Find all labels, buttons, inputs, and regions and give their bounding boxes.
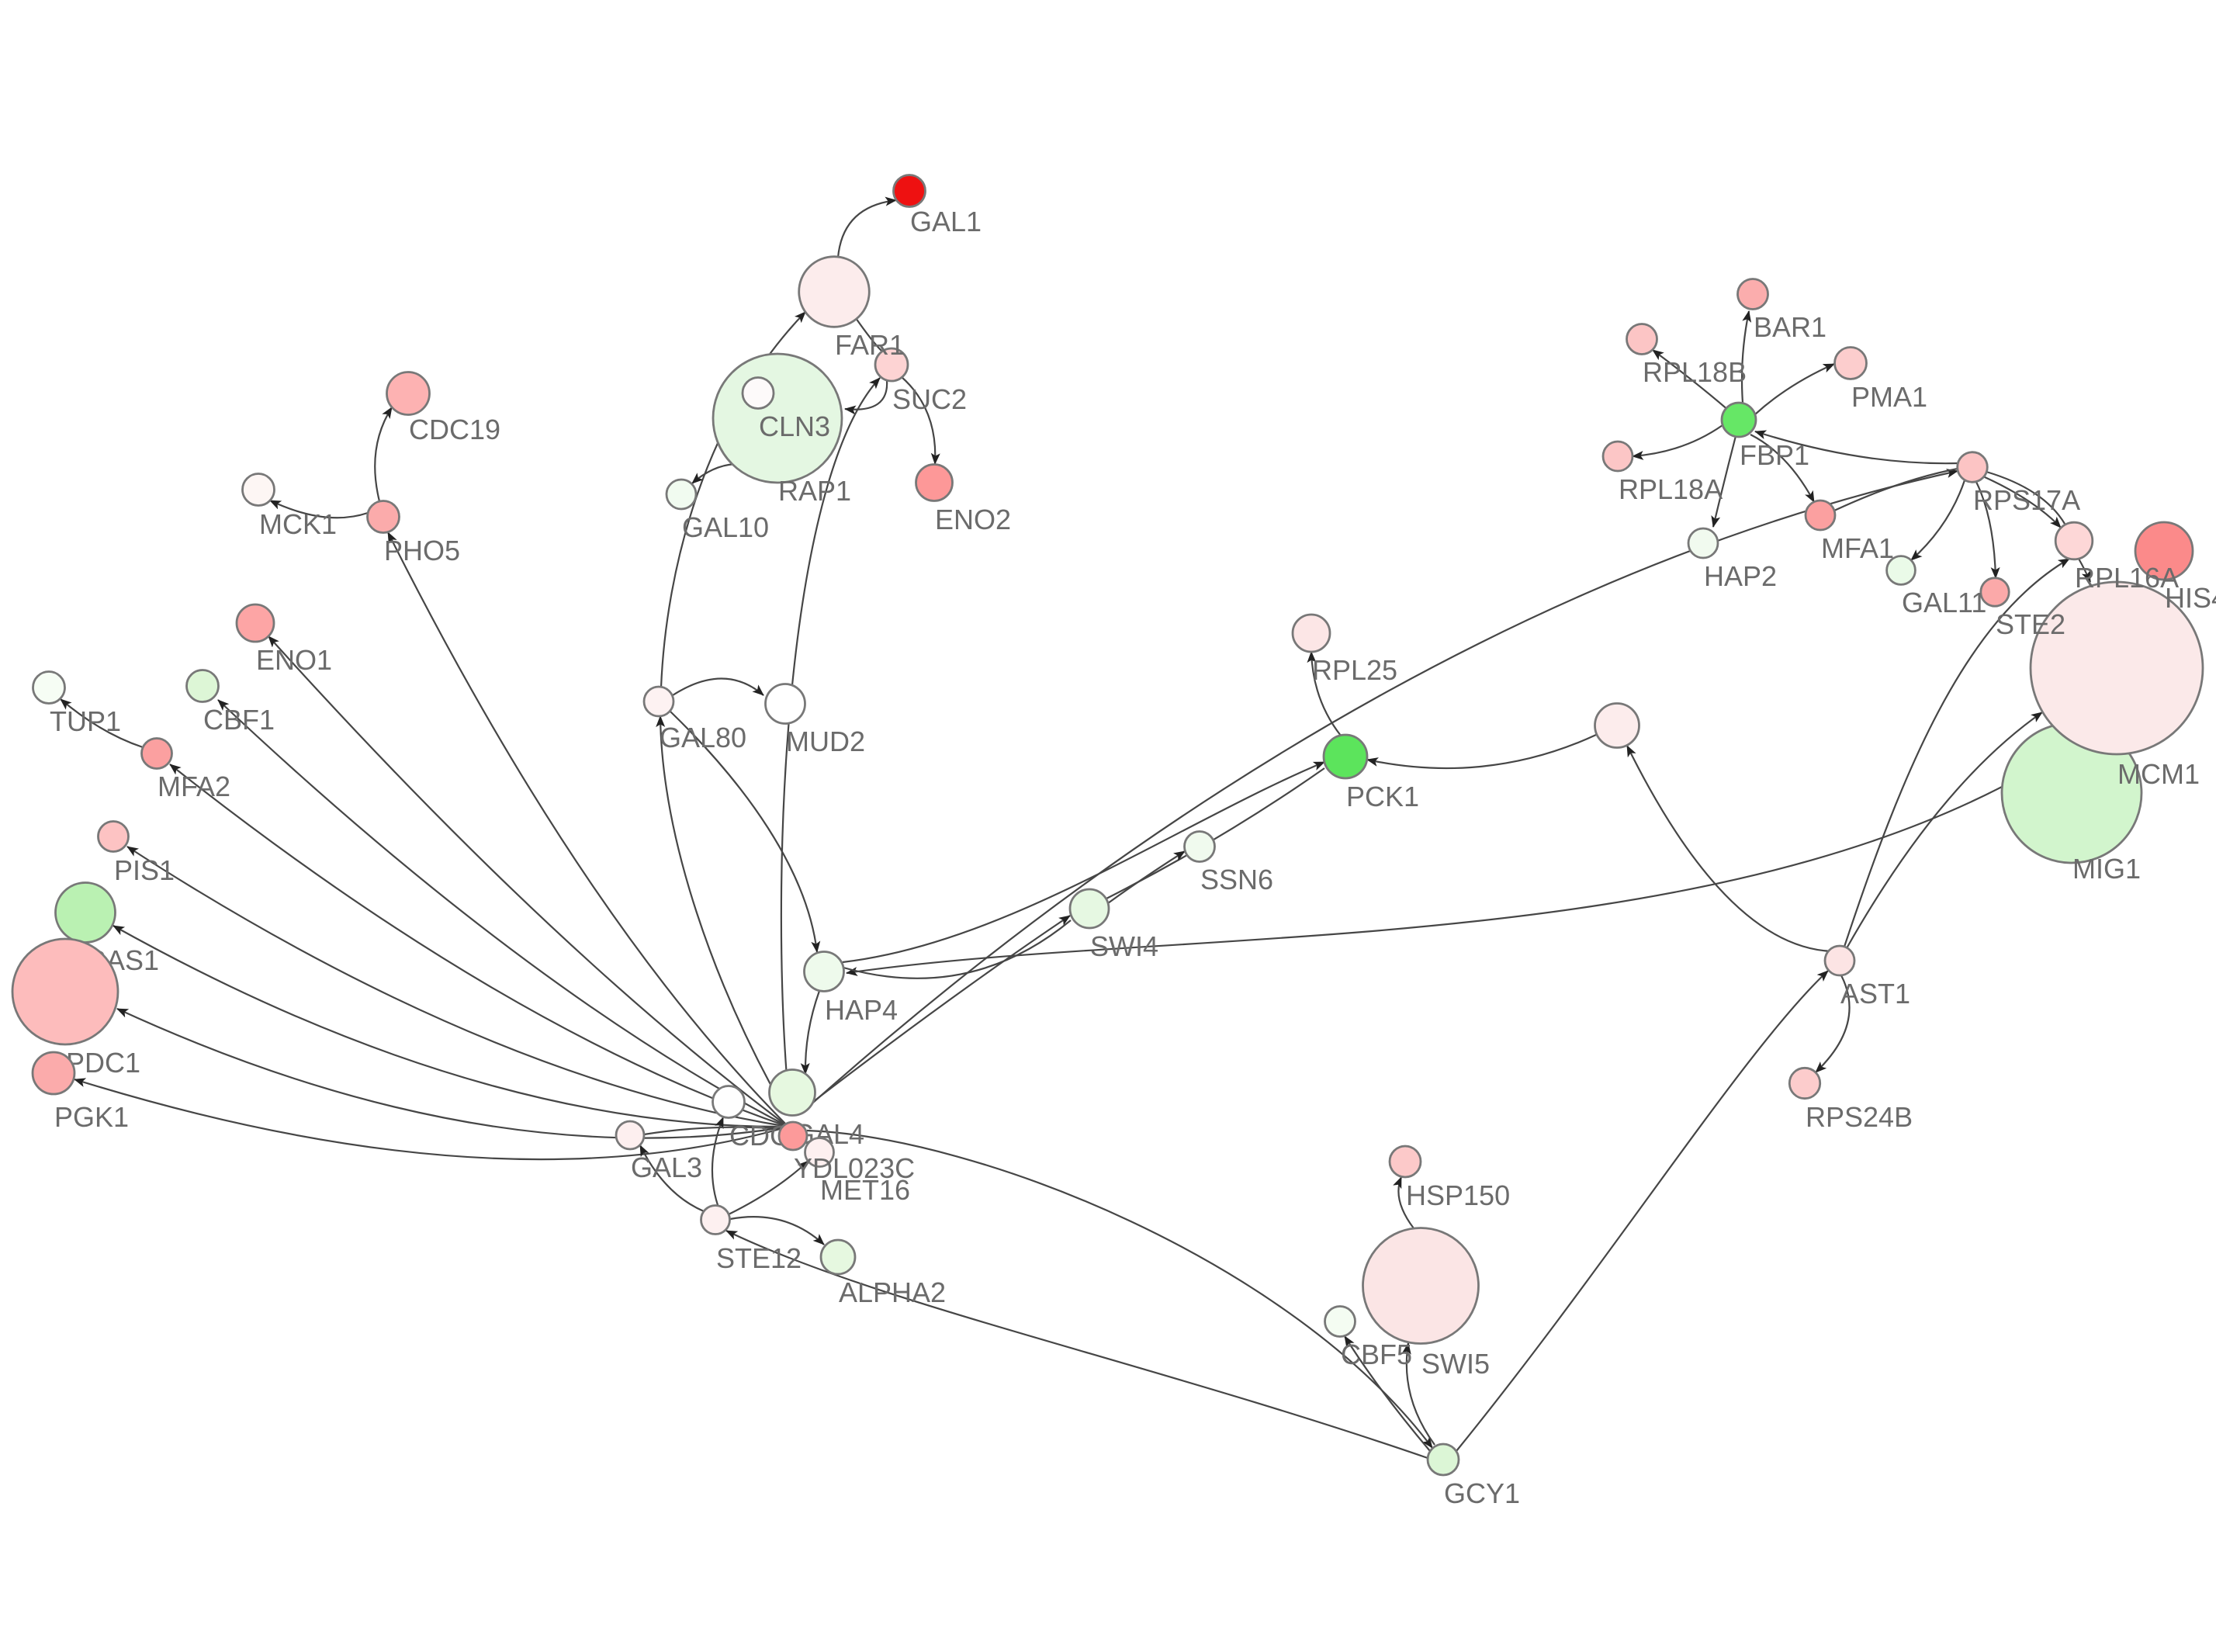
svg-text:RPS24B: RPS24B bbox=[1806, 1101, 1913, 1133]
svg-text:SUC2: SUC2 bbox=[892, 383, 967, 415]
svg-text:STE12: STE12 bbox=[716, 1242, 802, 1274]
svg-text:CDC19: CDC19 bbox=[409, 414, 500, 445]
svg-text:PIS1: PIS1 bbox=[114, 854, 175, 886]
svg-text:MUD2: MUD2 bbox=[786, 726, 865, 757]
svg-text:CBF1: CBF1 bbox=[203, 704, 275, 736]
svg-text:MCM1: MCM1 bbox=[2117, 758, 2200, 790]
svg-text:CBF5: CBF5 bbox=[1341, 1339, 1412, 1370]
svg-text:STE2: STE2 bbox=[1996, 608, 2065, 640]
svg-text:PCK1: PCK1 bbox=[1346, 781, 1419, 812]
svg-text:PHO5: PHO5 bbox=[384, 535, 460, 566]
svg-text:MFA1: MFA1 bbox=[1821, 532, 1894, 564]
svg-text:PGK1: PGK1 bbox=[54, 1101, 129, 1133]
svg-text:HAP4: HAP4 bbox=[825, 994, 898, 1026]
svg-text:GAL3: GAL3 bbox=[631, 1152, 702, 1183]
svg-text:BAR1: BAR1 bbox=[1754, 311, 1826, 343]
svg-text:SWI5: SWI5 bbox=[1421, 1348, 1490, 1380]
svg-text:ENO2: ENO2 bbox=[935, 504, 1011, 535]
svg-text:GAL10: GAL10 bbox=[682, 511, 769, 543]
svg-text:ALPHA2: ALPHA2 bbox=[839, 1276, 946, 1308]
svg-text:GCY1: GCY1 bbox=[1444, 1477, 1520, 1509]
svg-text:RPL18A: RPL18A bbox=[1619, 473, 1723, 505]
svg-text:RAP1: RAP1 bbox=[778, 475, 851, 507]
svg-text:FAR1: FAR1 bbox=[835, 329, 905, 361]
svg-text:YDL023C: YDL023C bbox=[794, 1152, 915, 1184]
svg-text:MCK1: MCK1 bbox=[259, 508, 337, 540]
svg-text:SSN6: SSN6 bbox=[1200, 864, 1273, 895]
svg-text:CLN3: CLN3 bbox=[759, 410, 830, 442]
svg-text:HSP150: HSP150 bbox=[1406, 1179, 1510, 1211]
svg-text:HIS4: HIS4 bbox=[2165, 582, 2216, 614]
svg-text:RPS17A: RPS17A bbox=[1973, 484, 2080, 516]
svg-text:AST1: AST1 bbox=[1840, 978, 1910, 1010]
svg-text:ENO1: ENO1 bbox=[256, 644, 332, 676]
svg-text:MET16: MET16 bbox=[820, 1174, 910, 1206]
svg-text:MIG1: MIG1 bbox=[2072, 853, 2141, 885]
svg-text:HAP2: HAP2 bbox=[1704, 560, 1777, 592]
svg-text:GAL1: GAL1 bbox=[910, 206, 982, 237]
svg-text:PMA1: PMA1 bbox=[1851, 381, 1927, 413]
svg-text:RPL25: RPL25 bbox=[1312, 654, 1397, 686]
svg-text:GAL80: GAL80 bbox=[660, 722, 746, 753]
svg-text:RPL18B: RPL18B bbox=[1643, 356, 1747, 388]
svg-text:RPL16A: RPL16A bbox=[2075, 562, 2179, 594]
svg-text:SWI4: SWI4 bbox=[1090, 930, 1158, 962]
svg-text:GAL11: GAL11 bbox=[1902, 587, 1986, 618]
svg-text:FBP1: FBP1 bbox=[1740, 439, 1809, 471]
svg-text:PDC1: PDC1 bbox=[66, 1047, 140, 1079]
svg-text:TUP1: TUP1 bbox=[50, 705, 121, 737]
svg-text:MFA2: MFA2 bbox=[158, 771, 230, 802]
